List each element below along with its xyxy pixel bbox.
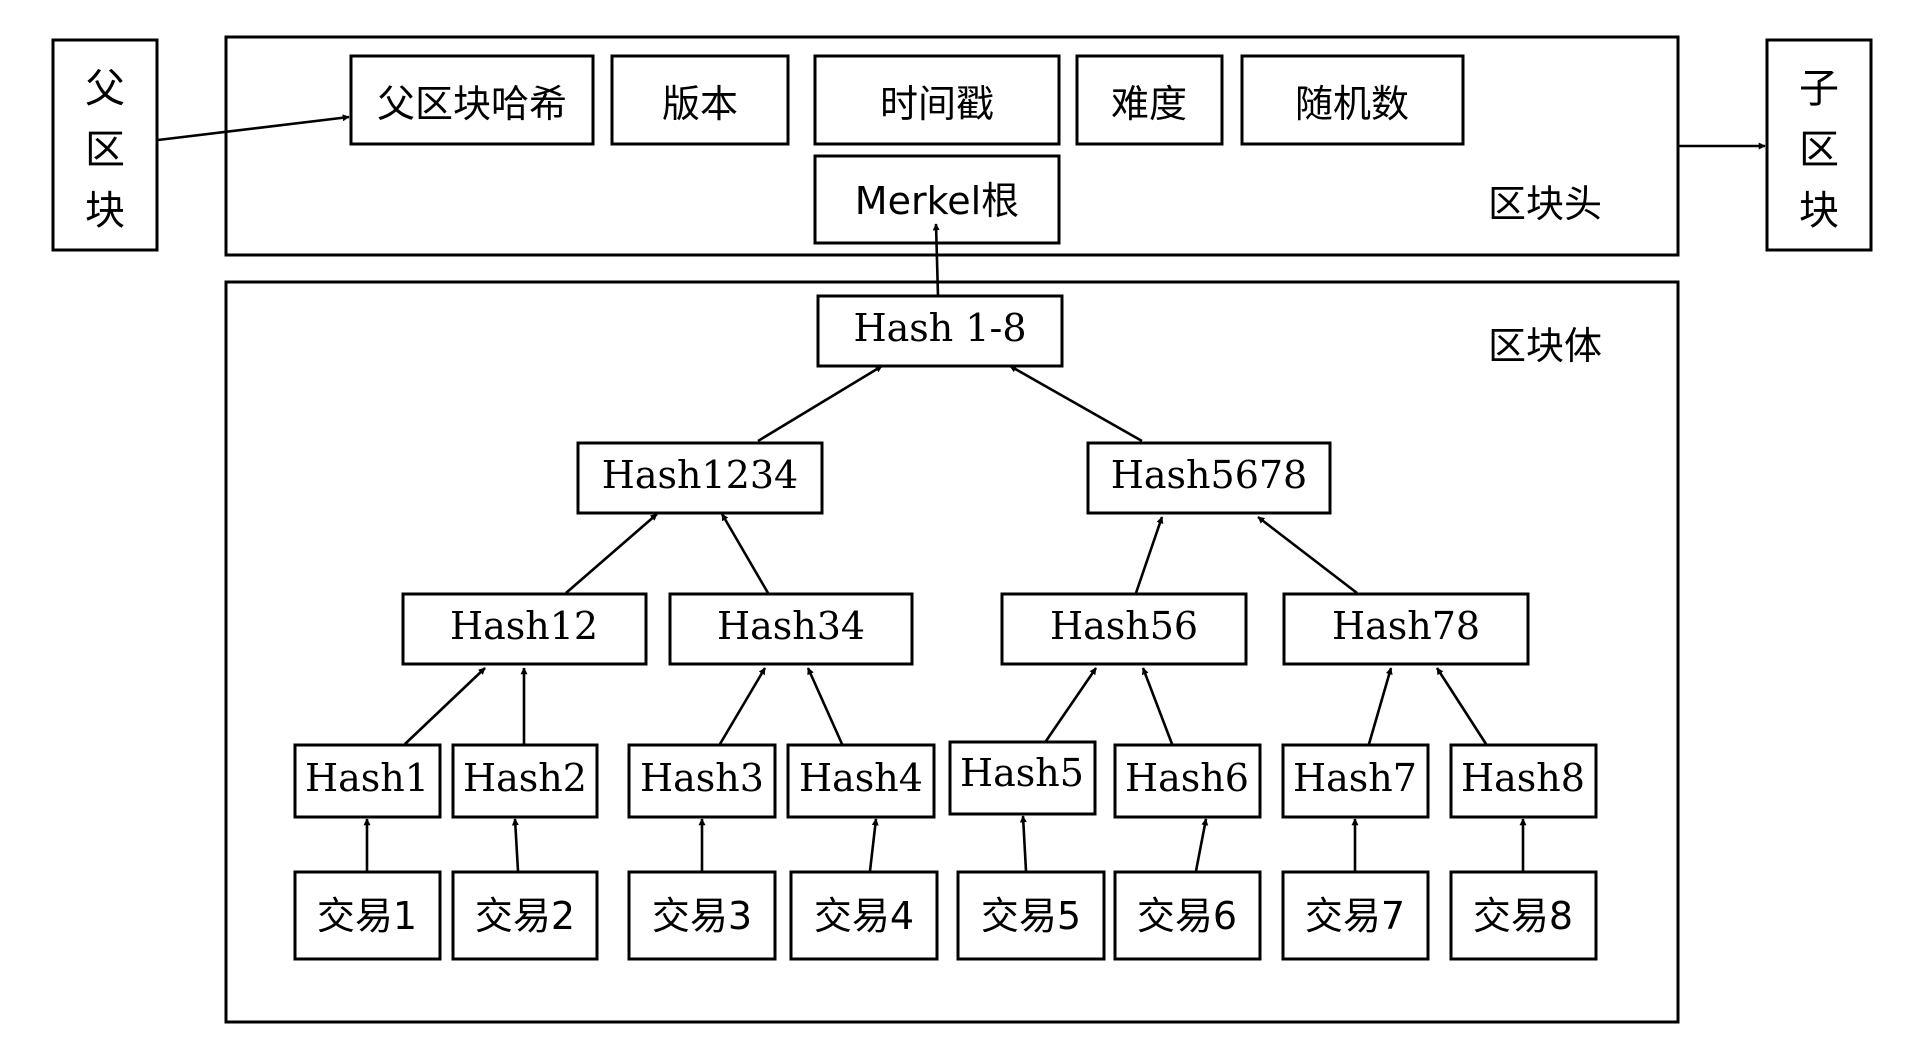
merkle-node-hash5678-label: Hash5678 [1111,453,1307,497]
merkle-node-hash12: Hash12 [401,592,648,666]
arrow-parent-to-parent-hash [157,114,350,142]
merkle-node-hash5-label: Hash5 [960,751,1084,795]
merkle-node-root: Hash 1-8 [816,294,1064,368]
child-block-char-1: 子 [1799,66,1839,112]
arrow-tx5-to-hash5 [1019,815,1028,872]
merkle-node-hash1234-label: Hash1234 [602,453,798,497]
parent-block-char-2: 区 [85,127,125,173]
merkle-node-hash2: Hash2 [451,743,599,819]
merkle-node-hash7-label: Hash7 [1293,756,1417,800]
header-field-difficulty: 难度 [1075,54,1224,146]
merkle-node-hash3-label: Hash3 [640,756,764,800]
header-field-version-label: 版本 [662,82,738,126]
merkle-node-hash34: Hash34 [668,592,914,666]
transaction-5: 交易5 [956,870,1106,961]
transaction-3-label: 交易3 [652,894,752,938]
merkle-node-hash5678: Hash5678 [1086,441,1332,515]
merkle-node-hash6: Hash6 [1113,743,1262,819]
block-header: 区块头 父区块哈希 版本 时间戳 难度 随机数 Merkel根 [224,35,1680,257]
child-block: 子 区 块 [1765,38,1873,252]
arrow-hash56-to-hash5678 [1134,516,1164,594]
arrow-hash34-to-hash1234 [720,513,770,594]
merkle-node-hash8-label: Hash8 [1461,756,1585,800]
transaction-6: 交易6 [1113,870,1262,961]
transaction-1: 交易1 [293,870,442,961]
merkle-node-hash2-label: Hash2 [463,756,587,800]
transaction-1-label: 交易1 [317,894,417,938]
merkle-node-hash5: Hash5 [948,740,1097,816]
transaction-4-label: 交易4 [814,894,914,938]
merkle-node-hash1-label: Hash1 [305,756,429,800]
header-field-parent-hash: 父区块哈希 [349,54,595,146]
merkle-node-hash34-label: Hash34 [717,604,865,648]
merkle-node-hash78-label: Hash78 [1332,604,1480,648]
merkle-node-hash1234: Hash1234 [576,441,824,515]
transaction-2-label: 交易2 [475,894,575,938]
transaction-6-label: 交易6 [1137,894,1237,938]
merkle-node-hash6-label: Hash6 [1125,756,1249,800]
header-merkle-root-label: Merkel根 [855,179,1019,223]
arrow-hash12-to-hash1234 [565,513,658,594]
header-field-timestamp: 时间戳 [813,54,1061,146]
merkle-node-hash78: Hash78 [1282,592,1530,666]
header-field-version: 版本 [610,54,790,146]
merkle-node-hash7: Hash7 [1281,743,1430,819]
header-field-nonce-label: 随机数 [1295,82,1409,126]
transaction-7-label: 交易7 [1305,894,1405,938]
transaction-8: 交易8 [1449,870,1598,961]
block-header-title: 区块头 [1488,182,1602,226]
merkle-node-hash1: Hash1 [293,743,442,819]
header-field-parent-hash-label: 父区块哈希 [377,82,567,126]
transaction-4: 交易4 [789,870,939,961]
parent-block-char-3: 块 [85,188,125,234]
block-body-title: 区块体 [1488,324,1602,368]
arrow-hash7-to-hash78 [1367,667,1393,745]
arrow-hash3-to-hash34 [718,667,767,745]
arrow-hash5678-to-root [1009,364,1143,443]
merkle-node-hash4-label: Hash4 [799,756,923,800]
transaction-8-label: 交易8 [1473,894,1573,938]
arrow-hash6-to-hash56 [1141,667,1174,745]
merkle-node-hash3: Hash3 [627,743,777,819]
child-block-char-3: 块 [1799,188,1839,234]
arrow-tx2-to-hash2 [511,818,520,872]
arrow-hash5-to-hash56 [1044,667,1098,742]
merkle-node-root-label: Hash 1-8 [853,306,1026,350]
transaction-2: 交易2 [451,870,599,961]
arrow-tx6-to-hash6 [1194,818,1209,872]
arrow-root-to-merkle [932,223,940,297]
arrow-hash1234-to-root [757,364,883,443]
merkle-node-hash12-label: Hash12 [450,604,598,648]
merkle-node-hash56-label: Hash56 [1050,604,1198,648]
parent-block: 父 区 块 [51,38,159,252]
arrows [157,114,1766,872]
merkle-node-hash8: Hash8 [1449,743,1598,819]
arrow-tx4-to-hash4 [868,818,879,872]
block-body: 区块体 Hash 1-8 Hash1234 Hash5678 Hash12 Ha… [224,280,1680,1024]
header-field-nonce: 随机数 [1240,54,1465,146]
child-block-char-2: 区 [1799,127,1839,173]
transaction-7: 交易7 [1281,870,1430,961]
transaction-5-label: 交易5 [981,894,1081,938]
merkle-node-hash4: Hash4 [786,743,936,819]
merkle-node-hash56: Hash56 [1000,592,1248,666]
arrow-hash8-to-hash78 [1435,667,1488,745]
header-field-difficulty-label: 难度 [1111,82,1187,126]
transaction-3: 交易3 [627,870,777,961]
header-field-timestamp-label: 时间戳 [880,82,994,126]
arrow-hash1-to-hash12 [404,667,486,745]
arrow-hash78-to-hash5678 [1257,515,1358,595]
arrow-hash4-to-hash34 [806,667,844,745]
parent-block-char-1: 父 [85,66,125,112]
